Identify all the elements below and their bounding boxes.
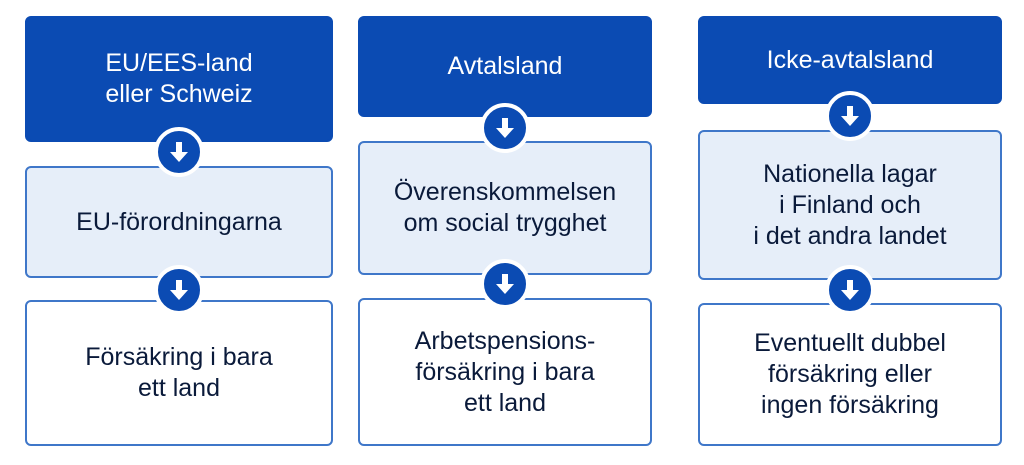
arrow-down-icon bbox=[154, 265, 204, 315]
middle-label: Överenskommelsen om social trygghet bbox=[393, 178, 617, 237]
arrow-down-icon bbox=[480, 259, 530, 309]
arrow-down-icon bbox=[825, 265, 875, 315]
middle-label: Nationella lagar i Finland och i det and… bbox=[753, 159, 947, 250]
column-avtalsland: Avtalsland Överenskommelsen om social tr… bbox=[358, 0, 652, 465]
arrow-down-icon bbox=[480, 103, 530, 153]
column-icke-avtalsland: Icke-avtalsland Nationella lagar i Finla… bbox=[698, 0, 1002, 465]
header-box: EU/EES-land eller Schweiz bbox=[25, 16, 333, 142]
middle-label: EU-förordningarna bbox=[76, 207, 282, 236]
arrow-down-icon bbox=[825, 91, 875, 141]
middle-box: EU-förordningarna bbox=[25, 166, 333, 278]
result-box: Eventuellt dubbel försäkring eller ingen… bbox=[698, 303, 1002, 446]
header-box: Icke-avtalsland bbox=[698, 16, 1002, 104]
header-box: Avtalsland bbox=[358, 16, 652, 117]
column-eu-ees: EU/EES-land eller Schweiz EU-förordninga… bbox=[25, 0, 333, 465]
middle-box: Överenskommelsen om social trygghet bbox=[358, 141, 652, 275]
header-label: Icke-avtalsland bbox=[766, 45, 934, 74]
result-label: Eventuellt dubbel försäkring eller ingen… bbox=[754, 329, 946, 419]
arrow-down-icon bbox=[154, 127, 204, 177]
result-box: Försäkring i bara ett land bbox=[25, 300, 333, 446]
result-label: Försäkring i bara ett land bbox=[85, 343, 273, 402]
header-label: Avtalsland bbox=[447, 52, 563, 80]
middle-box: Nationella lagar i Finland och i det and… bbox=[698, 130, 1002, 280]
result-label: Arbetspensions- försäkring i bara ett la… bbox=[414, 326, 596, 417]
header-label: EU/EES-land eller Schweiz bbox=[105, 49, 253, 108]
result-box: Arbetspensions- försäkring i bara ett la… bbox=[358, 298, 652, 446]
